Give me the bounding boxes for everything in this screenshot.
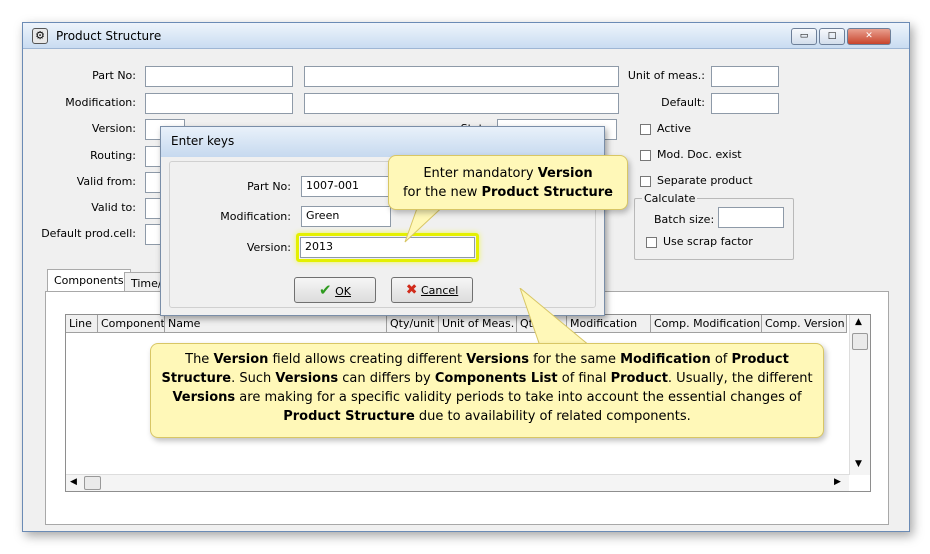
batch-size-label: Batch size: [654, 213, 715, 226]
callout-text: can differs by [338, 371, 435, 386]
dialog-part-no-label: Part No: [247, 180, 291, 193]
callout-bold: Version [213, 352, 269, 367]
batch-size-input[interactable] [718, 207, 784, 228]
mod-doc-checkbox[interactable] [640, 150, 651, 161]
ok-button[interactable]: ✔ OK [294, 277, 376, 303]
cancel-button-label: Cancel [420, 284, 459, 297]
modification-label: Modification: [65, 96, 136, 109]
column-header-component[interactable]: Component [98, 315, 165, 333]
scrap-factor-label: Use scrap factor [663, 235, 753, 248]
window-title: Product Structure [56, 29, 162, 43]
callout-text: are making for a specific validity perio… [235, 390, 802, 405]
unit-input[interactable] [711, 66, 779, 87]
version-highlight [296, 233, 479, 262]
version-callout: Enter mandatory Version for the new Prod… [388, 155, 628, 210]
modification-name-input[interactable] [304, 93, 619, 114]
default-input[interactable] [711, 93, 779, 114]
callout-bold: Product Structure [283, 409, 415, 424]
callout-top-text-2: for the new [402, 185, 482, 200]
callout-bold: Versions [466, 352, 529, 367]
callout-text: for the same [528, 352, 621, 367]
calculate-group-title: Calculate [642, 192, 698, 205]
callout-text: of final [557, 371, 611, 386]
callout-top-bold-1: Version [537, 166, 593, 181]
active-checkbox[interactable] [640, 124, 651, 135]
callout-text: due to availability of related component… [414, 409, 691, 424]
tab-components[interactable]: Components [47, 269, 131, 291]
valid-from-label: Valid from: [76, 175, 136, 188]
column-header-modification[interactable]: Modification [567, 315, 651, 333]
horizontal-scrollbar[interactable]: ◀ ▶ [66, 474, 849, 491]
column-header-unit-of-meas[interactable]: Unit of Meas. [439, 315, 517, 333]
scroll-left-icon[interactable]: ◀ [70, 477, 77, 487]
active-label: Active [657, 122, 692, 135]
scrap-factor-checkbox[interactable] [646, 237, 657, 248]
unit-label: Unit of meas.: [627, 69, 705, 82]
column-header-comp-version[interactable]: Comp. Version [762, 315, 847, 333]
default-prod-cell-label: Default prod.cell: [41, 227, 136, 240]
callout-bold: Modification [620, 352, 711, 367]
routing-label: Routing: [90, 149, 136, 162]
callout-bold: Product [610, 371, 668, 386]
part-no-input[interactable] [145, 66, 293, 87]
app-gear-icon: ⚙ [32, 28, 48, 44]
scroll-up-icon[interactable]: ▲ [855, 317, 862, 327]
default-label: Default: [661, 96, 705, 109]
dialog-version-label: Version: [246, 241, 291, 254]
dialog-version-input[interactable]: 2013 [300, 237, 475, 258]
cancel-x-icon: ✖ [405, 282, 418, 298]
callout-text: The [185, 352, 214, 367]
callout-bold: Versions [275, 371, 339, 386]
dialog-part-no-input[interactable]: 1007-001 [301, 176, 391, 197]
dialog-modification-input[interactable]: Green [301, 206, 391, 227]
callout-top-bold-2: Product Structure [481, 185, 613, 200]
column-header-comp-modification[interactable]: Comp. Modification [651, 315, 762, 333]
minimize-button[interactable]: ▭ [791, 28, 817, 45]
callout-bold: Versions [172, 390, 236, 405]
mod-doc-label: Mod. Doc. exist [657, 148, 742, 161]
top-callout-pointer [404, 200, 451, 243]
horizontal-scroll-thumb[interactable] [84, 476, 101, 490]
callout-text: . Usually, the different [667, 371, 813, 386]
column-header-line[interactable]: Line [66, 315, 98, 333]
modification-input[interactable] [145, 93, 293, 114]
ok-button-label: OK [335, 285, 351, 298]
enter-keys-dialog: Enter keys Part No: 1007-001 Modificatio… [160, 126, 605, 316]
dialog-modification-label: Modification: [220, 210, 291, 223]
scroll-down-icon[interactable]: ▼ [855, 459, 862, 469]
callout-text: . Such [231, 371, 276, 386]
version-label: Version: [91, 122, 136, 135]
dialog-title[interactable]: Enter keys [161, 127, 604, 157]
cancel-button[interactable]: ✖ Cancel [391, 277, 473, 303]
calculate-group [634, 198, 794, 260]
column-header-qty-unit[interactable]: Qty/unit [387, 315, 439, 333]
valid-to-label: Valid to: [91, 201, 136, 214]
callout-bold: Components List [434, 371, 558, 386]
maximize-button[interactable]: □ [819, 28, 845, 45]
vertical-scroll-thumb[interactable] [852, 333, 868, 350]
part-name-input[interactable] [304, 66, 619, 87]
title-bar[interactable]: ⚙ Product Structure ▭ □ ✕ [23, 23, 909, 49]
column-header-name[interactable]: Name [165, 315, 387, 333]
scroll-right-icon[interactable]: ▶ [834, 477, 841, 487]
callout-text: of [710, 352, 732, 367]
callout-text: field allows creating different [268, 352, 467, 367]
separate-product-checkbox[interactable] [640, 176, 651, 187]
close-button[interactable]: ✕ [847, 28, 891, 45]
version-explanation-callout: The Version field allows creating differ… [150, 343, 824, 438]
vertical-scrollbar[interactable]: ▲ ▼ [849, 315, 870, 475]
dialog-body [169, 161, 596, 308]
part-no-label: Part No: [92, 69, 136, 82]
bottom-callout-pointer [519, 288, 592, 347]
callout-bold: Product Structure [161, 352, 789, 386]
separate-product-label: Separate product [657, 174, 753, 187]
callout-top-text-1: Enter mandatory [423, 166, 538, 181]
checkmark-icon: ✔ [319, 281, 332, 299]
